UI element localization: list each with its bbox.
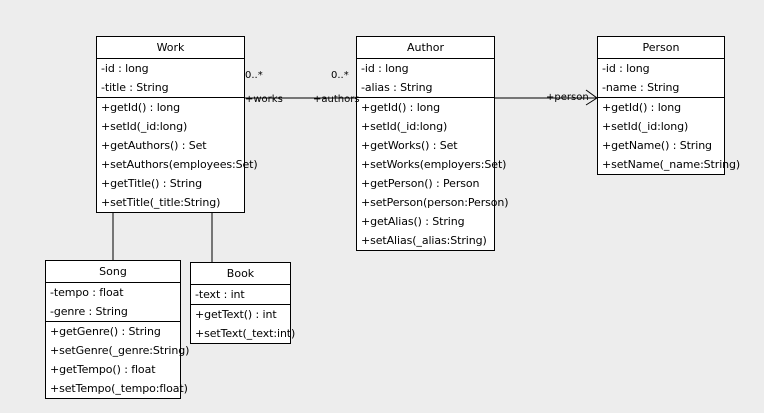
methods-compartment-book: +getText() : int +setText(_text:int)	[191, 305, 296, 343]
method-row: +getPerson() : Person	[361, 177, 480, 190]
class-box-book[interactable]: Book -text : int +getText() : int +setTe…	[190, 262, 296, 344]
method-row: +getTempo() : float	[50, 363, 156, 376]
method-row: +setWorks(employers:Set)	[361, 158, 507, 171]
method-row: +setId(_id:long)	[361, 120, 448, 133]
attribute-row: -tempo : float	[50, 286, 124, 299]
method-row: +setTitle(_title:String)	[101, 196, 221, 209]
attributes-compartment-author: -id : long -alias : String	[357, 59, 494, 98]
method-row: +setGenre(_genre:String)	[50, 344, 190, 357]
multiplicity-author-side: 0..*	[331, 70, 349, 81]
attribute-row: -alias : String	[361, 81, 433, 94]
method-row: +getName() : String	[602, 139, 712, 152]
methods-compartment-song: +getGenre() : String +setGenre(_genre:St…	[46, 322, 190, 398]
class-name-author: Author	[357, 37, 494, 59]
multiplicity-work-side: 0..*	[245, 70, 263, 81]
method-row: +setTempo(_tempo:float)	[50, 382, 188, 395]
method-row: +setAuthors(employees:Set)	[101, 158, 258, 171]
method-row: +getAlias() : String	[361, 215, 465, 228]
method-row: +getWorks() : Set	[361, 139, 458, 152]
attributes-compartment-person: -id : long -name : String	[598, 59, 724, 98]
method-row: +setId(_id:long)	[602, 120, 689, 133]
class-box-song[interactable]: Song -tempo : float -genre : String +get…	[45, 260, 190, 399]
method-row: +setText(_text:int)	[195, 327, 296, 340]
attributes-compartment-song: -tempo : float -genre : String	[46, 283, 180, 322]
methods-compartment-person: +getId() : long +setId(_id:long) +getNam…	[598, 98, 741, 174]
methods-compartment-author: +getId() : long +setId(_id:long) +getWor…	[357, 98, 509, 250]
method-row: +getAuthors() : Set	[101, 139, 207, 152]
attribute-row: -text : int	[195, 288, 245, 301]
method-row: +setId(_id:long)	[101, 120, 188, 133]
role-works: +works	[245, 94, 283, 105]
method-row: +setPerson(person:Person)	[361, 196, 509, 209]
attributes-compartment-work: -id : long -title : String	[97, 59, 244, 98]
role-person: +person	[546, 92, 589, 103]
attribute-row: -id : long	[602, 62, 650, 75]
role-authors: +authors	[313, 94, 360, 105]
attribute-row: -name : String	[602, 81, 680, 94]
method-row: +getTitle() : String	[101, 177, 202, 190]
attribute-row: -id : long	[101, 62, 149, 75]
class-box-author[interactable]: Author -id : long -alias : String +getId…	[356, 36, 509, 251]
method-row: +getId() : long	[101, 101, 181, 114]
attributes-compartment-book: -text : int	[191, 285, 290, 305]
class-name-book: Book	[191, 263, 290, 285]
method-row: +getId() : long	[602, 101, 682, 114]
class-box-person[interactable]: Person -id : long -name : String +getId(…	[597, 36, 741, 175]
class-name-work: Work	[97, 37, 244, 59]
class-box-work[interactable]: Work -id : long -title : String +getId()…	[96, 36, 258, 213]
method-row: +getText() : int	[195, 308, 277, 321]
attribute-row: -genre : String	[50, 305, 128, 318]
attribute-row: -id : long	[361, 62, 409, 75]
method-row: +getGenre() : String	[50, 325, 161, 338]
method-row: +setName(_name:String)	[602, 158, 741, 171]
method-row: +setAlias(_alias:String)	[361, 234, 487, 247]
attribute-row: -title : String	[101, 81, 169, 94]
class-name-song: Song	[46, 261, 180, 283]
class-name-person: Person	[598, 37, 724, 59]
method-row: +getId() : long	[361, 101, 441, 114]
methods-compartment-work: +getId() : long +setId(_id:long) +getAut…	[97, 98, 258, 212]
